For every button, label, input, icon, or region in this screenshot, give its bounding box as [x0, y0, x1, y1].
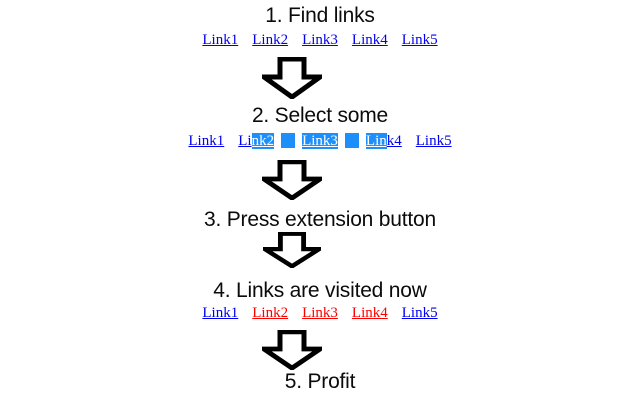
link-2-item-1[interactable]: Link1 — [188, 133, 225, 149]
link-4-item-3[interactable]: Link3 — [302, 305, 338, 321]
step-1-link-row: Link1 Link2 Link3 Link4 Link5 — [0, 32, 640, 49]
link-2-item-3[interactable]: Link3 — [302, 133, 338, 149]
step-3-title: 3. Press extension button — [204, 208, 436, 231]
link-1-item-2[interactable]: Link2 — [252, 32, 289, 48]
link-2-item-2-unselected: Li — [238, 133, 252, 149]
link-2-item-4[interactable]: Link4 — [365, 133, 402, 149]
link-1-item-4[interactable]: Link4 — [351, 32, 388, 48]
step-5-title: 5. Profit — [284, 370, 356, 393]
selection-gap-2 — [344, 133, 359, 148]
arrow-step4-to-step5-icon — [262, 330, 322, 370]
arrow-step3-to-step4-icon — [263, 232, 321, 268]
link-1-item-1[interactable]: Link1 — [202, 32, 239, 48]
step-4-link-row: Link1 Link2 Link3 Link4 Link5 — [0, 305, 640, 322]
link-4-item-2[interactable]: Link2 — [252, 305, 289, 321]
step-2-title: 2. Select some — [251, 104, 389, 127]
arrow-step1-to-step2-icon — [262, 57, 322, 99]
link-4-item-4[interactable]: Link4 — [351, 305, 388, 321]
selection-gap-1 — [281, 133, 296, 148]
step-2-link-row: Link1 Link2 Link3 Link4 Link5 — [0, 133, 640, 150]
step-4-title: 4. Links are visited now — [213, 279, 427, 302]
link-2-item-4-unselected: k4 — [386, 133, 402, 149]
link-1-item-3[interactable]: Link3 — [302, 32, 338, 48]
link-2-item-2[interactable]: Link2 — [238, 133, 275, 149]
step-1-title: 1. Find links — [265, 4, 375, 27]
link-2-item-5[interactable]: Link5 — [415, 133, 452, 149]
arrow-step2-to-step3-icon — [262, 160, 322, 200]
link-2-item-2-selected: nk2 — [251, 133, 275, 149]
link-4-item-5[interactable]: Link5 — [401, 305, 438, 321]
link-1-item-5[interactable]: Link5 — [401, 32, 438, 48]
link-2-item-4-selected: Lin — [365, 133, 387, 149]
link-4-item-1[interactable]: Link1 — [202, 305, 239, 321]
link-2-item-3-selected: Link3 — [302, 133, 338, 149]
